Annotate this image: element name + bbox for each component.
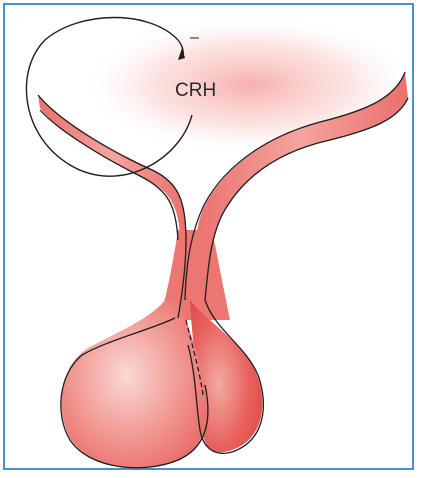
hypothalamus-glow xyxy=(80,15,420,155)
anterior-lobe xyxy=(62,300,207,468)
crh-label: CRH xyxy=(175,80,216,101)
feedback-sign: – xyxy=(190,29,199,46)
